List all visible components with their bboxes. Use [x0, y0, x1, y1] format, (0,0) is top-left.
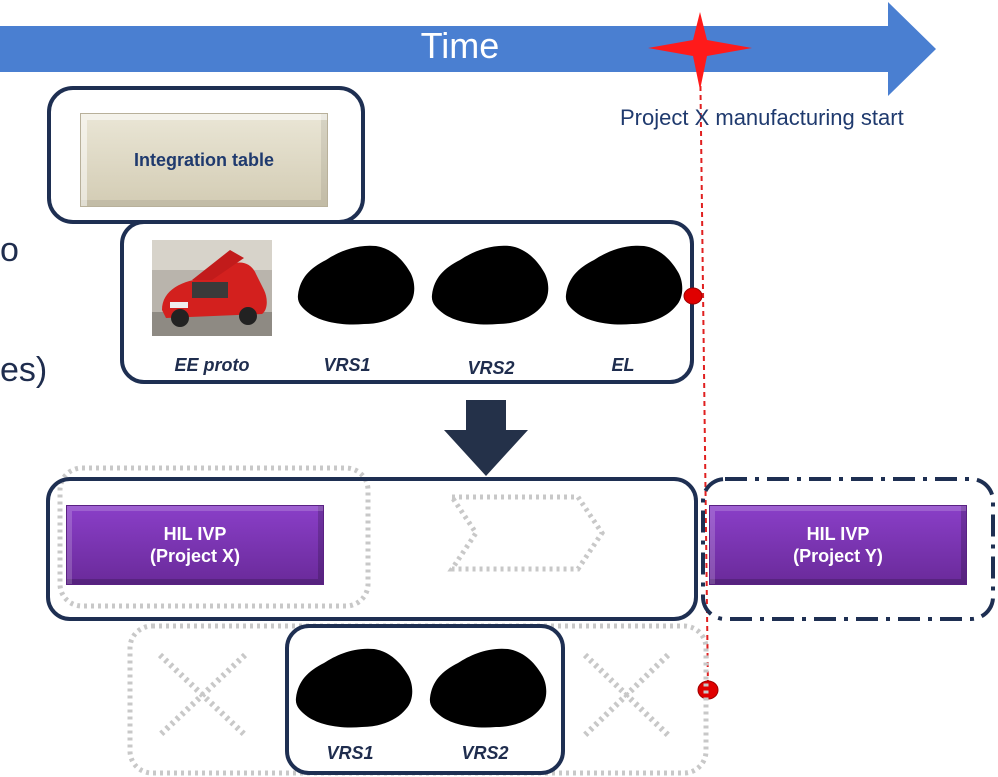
- ghost-x-left: [157, 652, 248, 738]
- hil-x-line2: (Project X): [149, 546, 241, 566]
- milestone-line: [699, 49, 709, 691]
- caption-ee-proto: EE proto: [174, 355, 250, 375]
- hil-x-line1: HIL IVP: [163, 524, 227, 544]
- milestone-label: Project X manufacturing start: [620, 105, 904, 130]
- milestone-dot-upper: [683, 287, 703, 305]
- hil-ivp-project-y-button[interactable]: HIL IVP (Project Y): [709, 505, 967, 585]
- hil-y-line2: (Project Y): [793, 546, 883, 566]
- down-arrow: [444, 400, 528, 476]
- ghost-frame-left: [57, 465, 371, 609]
- caption-bottom-vrs1: VRS1: [326, 743, 374, 763]
- integration-table-button[interactable]: Integration table: [80, 113, 328, 207]
- time-arrow: [0, 2, 936, 96]
- caption-el: EL: [611, 355, 635, 375]
- ghost-chevron: [447, 494, 606, 572]
- caption-vrs2: VRS2: [467, 358, 515, 378]
- ee-proto-photo: [152, 240, 272, 336]
- hil-x-frame: [46, 477, 698, 621]
- hil-y-line1: HIL IVP: [806, 524, 870, 544]
- caption-vrs1: VRS1: [323, 355, 371, 375]
- milestone-star: [648, 12, 752, 90]
- caption-bottom-vrs2: VRS2: [461, 743, 509, 763]
- partial-text-bottom: es): [0, 351, 48, 389]
- partial-text-top: o: [0, 231, 19, 269]
- time-label: Time: [420, 25, 500, 66]
- hil-ivp-project-x-button[interactable]: HIL IVP (Project X): [66, 505, 324, 585]
- ghost-x-right: [582, 652, 671, 738]
